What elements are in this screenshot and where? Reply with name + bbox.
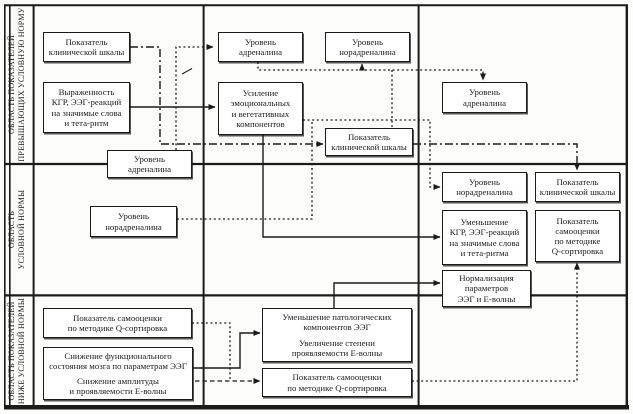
box-kgr-eeg-expression: Выраженность КГР, ЭЭГ-реакций на значимы… — [43, 82, 130, 133]
dashdot-connectors — [130, 46, 580, 171]
box-adrenaline-level-boundary: Уровень адреналина — [107, 150, 192, 178]
box-noradrenaline-level-norm-right: Уровень норадреналина — [442, 172, 527, 202]
box-clinical-scale-elevated: Показатель клинической шкалы — [43, 32, 130, 62]
box-emotional-vegetative-increase: Усиление эмоциональных и вегетативных ко… — [218, 82, 303, 135]
band-label-above-norm: ОБЛАСТЬ ПОКАЗАТЕЛЕЙ ПРЕВЫШАЮЩИХ УСЛОВНУЮ… — [6, 7, 27, 162]
box-noradrenaline-level-norm: Уровень норадреналина — [90, 206, 177, 237]
box-adrenaline-level-2: Уровень адреналина — [442, 82, 527, 113]
brain-function-decrease-line: Снижение функционального состояния мозга… — [49, 350, 187, 371]
eeg-pathology-decrease-line: Уменьшение патологических компонентов ЭЭ… — [282, 312, 392, 333]
band-label-norm: ОБЛАСТЬ УСЛОВНОЙ НОРМЫ — [6, 189, 27, 270]
box-adrenaline-level-1: Уровень адреналина — [218, 32, 303, 62]
solid-connectors — [130, 104, 441, 369]
box-self-esteem-qsort-below-left: Показатель самооценки по методике Q-сорт… — [43, 308, 192, 338]
box-self-esteem-qsort-norm: Показатель самооценки по методике Q-сорт… — [535, 210, 620, 262]
scan-artifact-mark — [181, 68, 193, 75]
box-eeg-pathology-decrease: Уменьшение патологических компонентов ЭЭ… — [262, 308, 412, 362]
ewave-amplitude-decrease-line: Снижение амплитуды и проявляемости Е-вол… — [69, 376, 167, 397]
box-brain-function-decrease: Снижение функционального состояния мозга… — [43, 347, 193, 400]
box-clinical-scale-norm: Показатель клинической шкалы — [535, 172, 620, 202]
ewave-manifestation-increase-line: Увеличение степени проявляемости Е-волны — [291, 337, 383, 358]
box-kgr-eeg-decrease: Уменьшение КГР, ЭЭГ-реакций на значимые … — [442, 210, 527, 265]
box-eeg-ewave-normalization: Нормализация параметров ЭЭГ и Е-волны — [442, 270, 531, 307]
box-noradrenaline-level-1: Уровень норадреналина — [325, 32, 410, 62]
box-self-esteem-qsort-below-mid: Показатель самооценки по методике Q-сорт… — [262, 368, 412, 397]
band-label-below-norm: ОБЛАСТЬ ПОКАЗАТЕЛЕЙ НИЖЕ УСЛОВНОЙ НОРМЫ — [6, 297, 27, 405]
dotted-connectors — [175, 44, 580, 382]
box-clinical-scale-elevated-2: Показатель клинической шкалы — [325, 128, 413, 156]
